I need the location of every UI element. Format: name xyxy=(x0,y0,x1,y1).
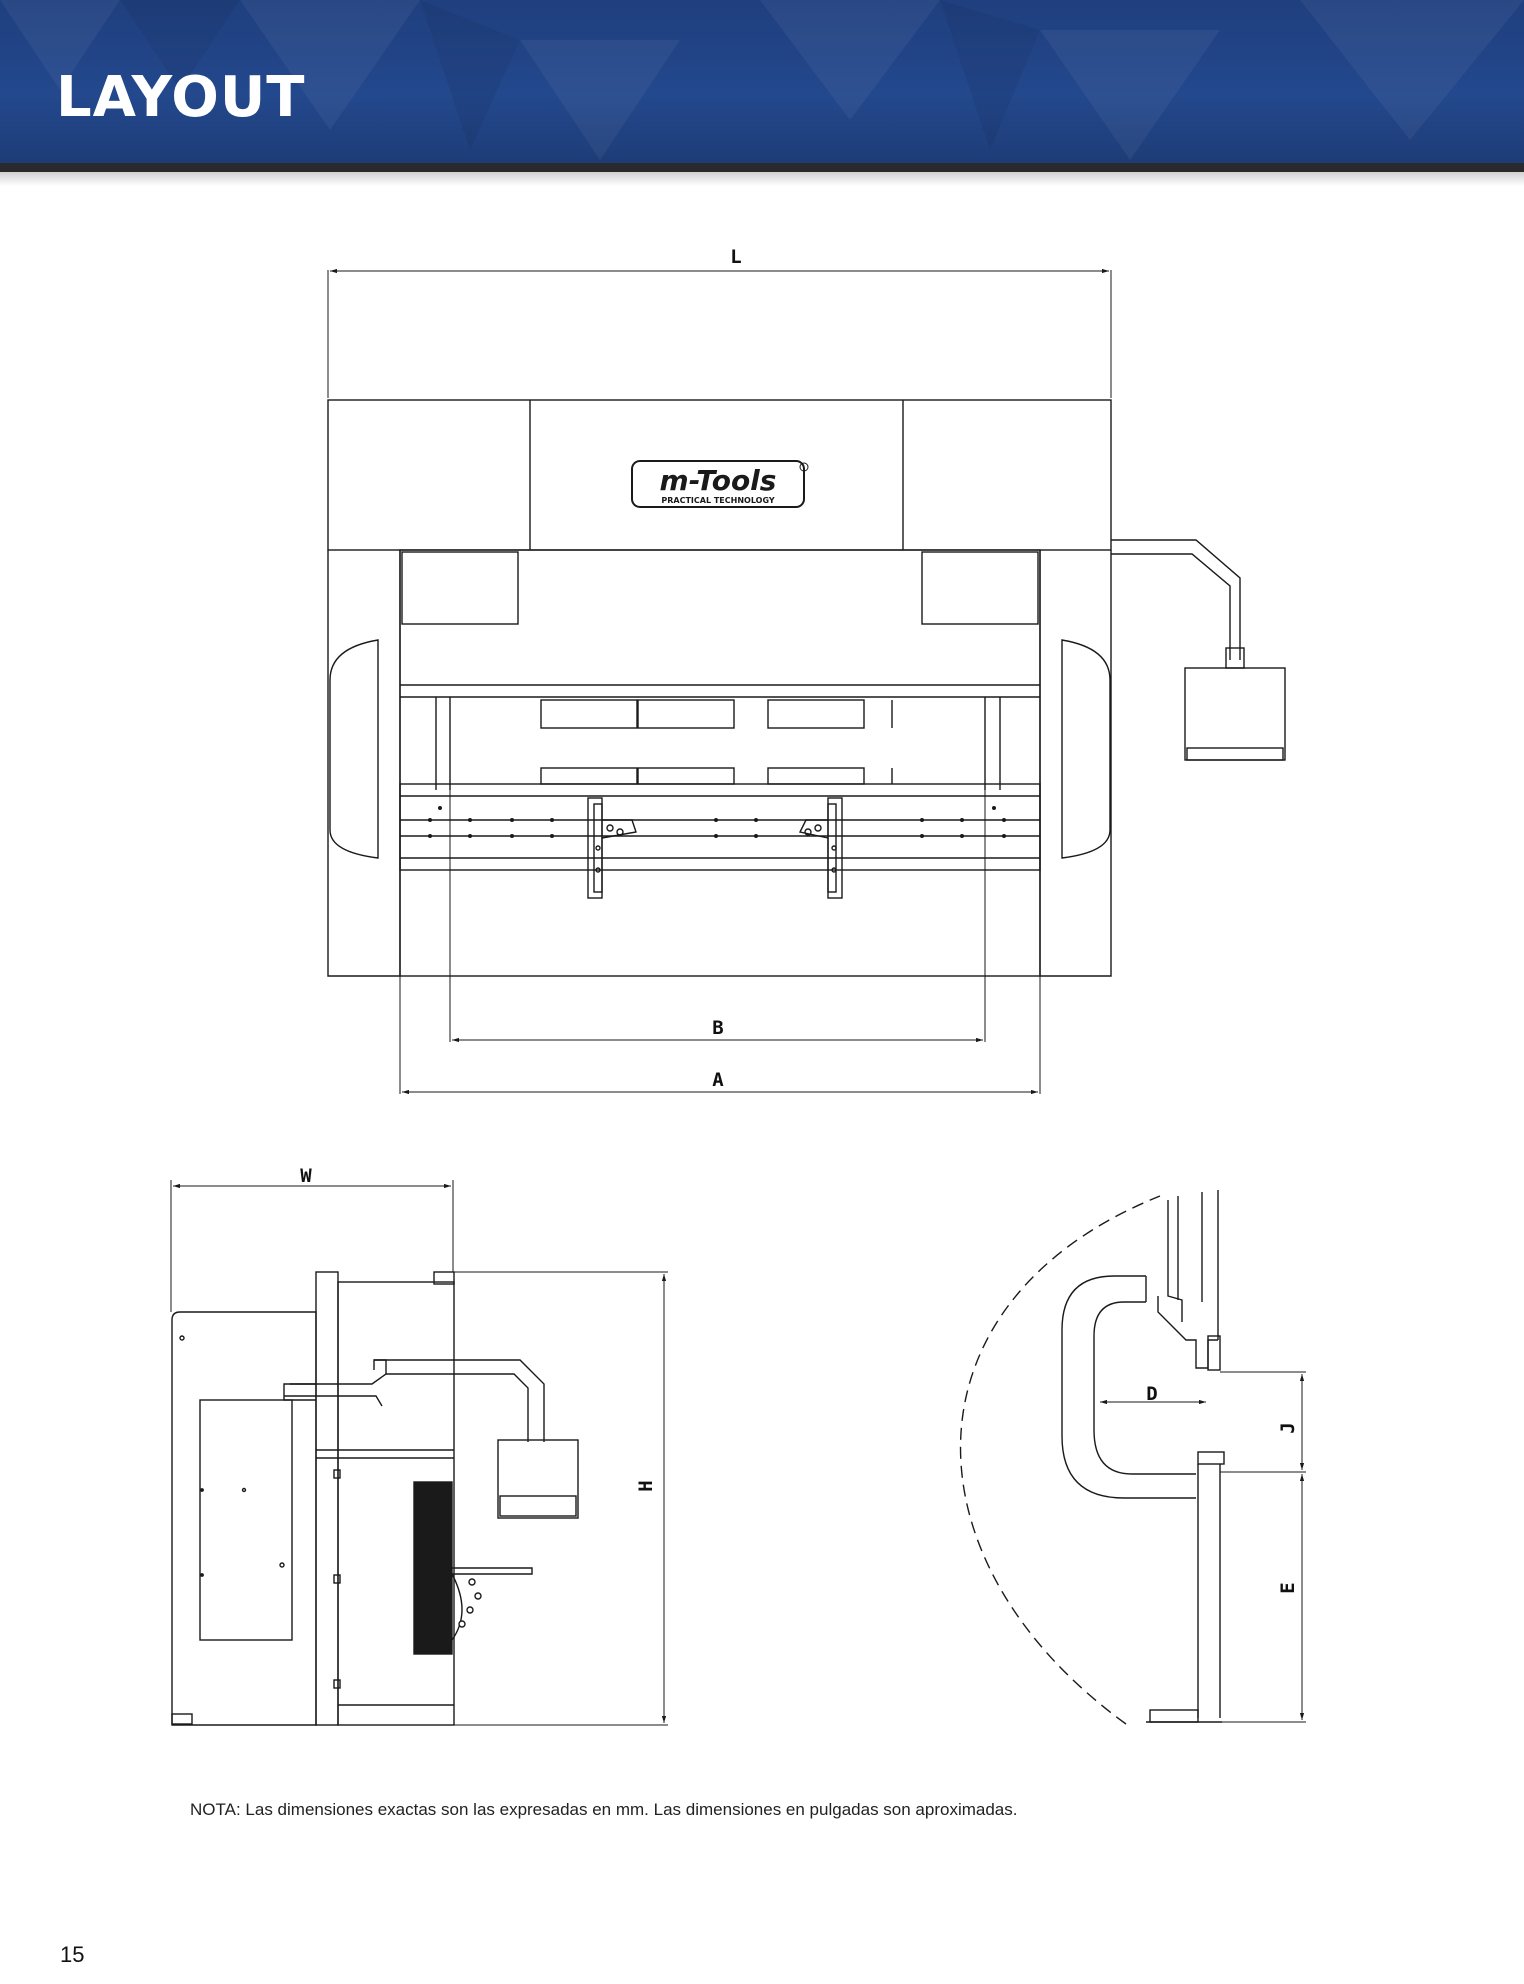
left-side-frame xyxy=(327,550,401,977)
label-E: E xyxy=(1277,1582,1299,1593)
side-control-panel xyxy=(497,1439,579,1519)
note-label: NOTA: xyxy=(190,1800,241,1819)
backgauge-right xyxy=(798,797,843,899)
right-side-frame xyxy=(1039,550,1112,977)
front-view xyxy=(327,268,1286,1095)
header-bottom-bar xyxy=(0,163,1524,172)
label-J: J xyxy=(1277,1422,1299,1433)
logo-tagline: PRACTICAL TECHNOLOGY xyxy=(661,496,774,505)
backgauge-left xyxy=(587,797,637,899)
label-L: L xyxy=(730,246,741,268)
page-number: 15 xyxy=(60,1942,85,1967)
dimension-B xyxy=(449,790,986,1043)
dimension-W xyxy=(170,1180,454,1312)
logo-brand: m-Tools xyxy=(660,464,777,497)
label-B: B xyxy=(712,1017,723,1039)
dimensions-note: NOTA: Las dimensiones exactas son las ex… xyxy=(190,1800,1017,1820)
control-panel xyxy=(1184,667,1286,761)
side-view xyxy=(170,1180,668,1726)
note-text: Las dimensiones exactas son las expresad… xyxy=(245,1800,1018,1819)
label-A: A xyxy=(712,1069,724,1091)
header-shadow xyxy=(0,172,1524,186)
dimension-H xyxy=(454,1271,668,1726)
dimension-A xyxy=(399,976,1041,1095)
cabinet-door xyxy=(199,1399,293,1641)
dimension-J-E xyxy=(1220,1371,1306,1723)
detail-view xyxy=(959,1190,1306,1725)
label-W: W xyxy=(300,1165,312,1187)
control-arm xyxy=(1111,539,1286,761)
page-title: LAYOUT xyxy=(56,65,306,130)
label-H: H xyxy=(635,1480,657,1491)
header-pattern xyxy=(0,0,1524,160)
mtools-logo: m-Tools PRACTICAL TECHNOLOGY xyxy=(631,460,809,508)
page-header: LAYOUT xyxy=(0,0,1524,172)
label-D: D xyxy=(1146,1383,1157,1405)
dimension-L xyxy=(327,268,1112,398)
